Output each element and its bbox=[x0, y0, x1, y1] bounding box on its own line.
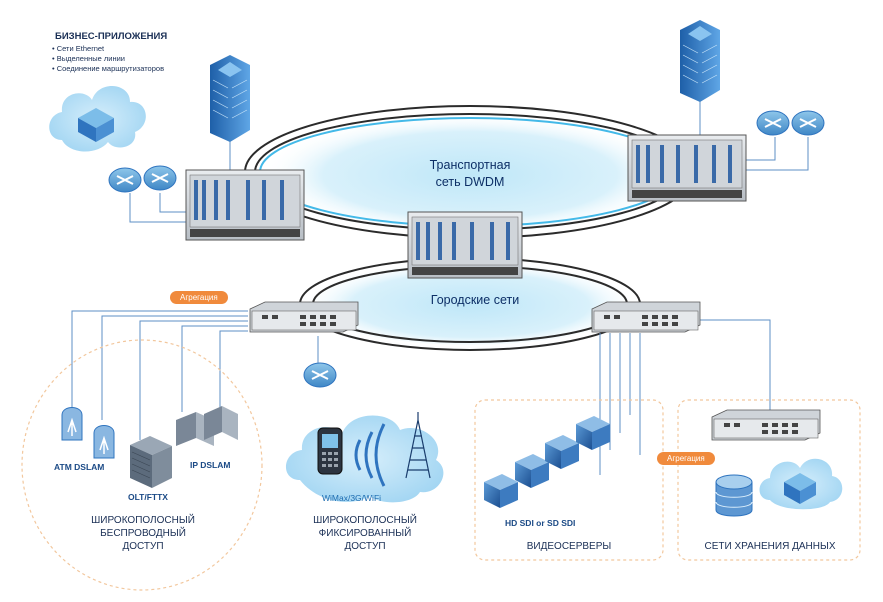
hd-sdi-label: HD SDI or SD SDI bbox=[505, 518, 576, 528]
business-item: Сети Ethernet bbox=[52, 44, 164, 54]
business-apps-title: БИЗНЕС-ПРИЛОЖЕНИЯ bbox=[55, 31, 168, 42]
signal-waves-icon bbox=[354, 423, 386, 487]
label-line: ШИРОКОПОЛОСНЫЙ bbox=[313, 515, 417, 526]
mobile-phone-icon bbox=[317, 427, 343, 475]
transport-label-line1: Транспортная bbox=[429, 158, 511, 172]
database-icon bbox=[715, 474, 753, 517]
router-icon bbox=[108, 167, 142, 193]
link-lines bbox=[71, 95, 809, 475]
ip-dslam-label: IP DSLAM bbox=[190, 460, 231, 470]
label-line: БЕСПРОВОДНЫЙ bbox=[100, 528, 186, 539]
video-server-icon bbox=[515, 454, 549, 488]
atm-dslam-icon bbox=[93, 425, 115, 459]
router-icon bbox=[791, 110, 825, 136]
atm-dslam-icon bbox=[61, 407, 83, 441]
olt-rack-icon bbox=[130, 436, 172, 488]
storage-networks-label: СЕТИ ХРАНЕНИЯ ДАННЫХ bbox=[704, 541, 836, 552]
aggregation-switch-left-icon bbox=[249, 301, 359, 333]
aggregation-badge: Агрегация bbox=[170, 291, 228, 304]
storage-switch-icon bbox=[711, 409, 821, 441]
dwdm-chassis-center-icon bbox=[407, 211, 523, 279]
atm-dslam-label: ATM DSLAM bbox=[54, 462, 105, 472]
transport-label-line2: сеть DWDM bbox=[435, 175, 505, 189]
city-ring-label: Городские сети bbox=[430, 293, 520, 307]
business-item: Выделенные линии bbox=[52, 54, 164, 64]
video-zone bbox=[474, 399, 664, 561]
olt-label: OLT/FTTX bbox=[128, 492, 168, 502]
ip-dslam-icon bbox=[176, 406, 238, 446]
label-line: ДОСТУП bbox=[122, 541, 164, 552]
label-line: ДОСТУП bbox=[344, 541, 386, 552]
router-icon bbox=[143, 165, 177, 191]
router-icon bbox=[303, 362, 337, 388]
transport-ring-label: Транспортная сеть DWDM bbox=[415, 157, 525, 191]
label-line: ШИРОКОПОЛОСНЫЙ bbox=[91, 515, 195, 526]
storage-zone bbox=[677, 399, 861, 561]
aggregation-switch-right-icon bbox=[591, 301, 701, 333]
video-server-icon bbox=[545, 435, 579, 469]
dwdm-chassis-right-icon bbox=[627, 134, 747, 202]
broadband-wireless-label: ШИРОКОПОЛОСНЫЙ БЕСПРОВОДНЫЙ ДОСТУП bbox=[78, 514, 208, 553]
wimax-label: WiMax/3G/WiFi bbox=[322, 493, 382, 503]
storage-cloud-icon bbox=[759, 458, 843, 510]
business-item: Соединение маршрутизаторов bbox=[52, 64, 164, 74]
transport-glow bbox=[260, 113, 680, 237]
wireless-zone bbox=[21, 339, 263, 591]
building-right-icon bbox=[680, 20, 720, 102]
business-apps-list: Сети Ethernet Выделенные линии Соединени… bbox=[52, 44, 164, 74]
city-glow bbox=[300, 259, 640, 351]
aggregation-badge: Агрегация bbox=[657, 452, 715, 465]
broadband-fixed-label: ШИРОКОПОЛОСНЫЙ ФИКСИРОВАННЫЙ ДОСТУП bbox=[300, 514, 430, 553]
label-line: ФИКСИРОВАННЫЙ bbox=[318, 528, 412, 539]
video-server-icon bbox=[576, 416, 610, 450]
radio-tower-icon bbox=[405, 412, 431, 479]
dwdm-chassis-left-icon bbox=[185, 169, 305, 241]
video-servers-label: ВИДЕОСЕРВЕРЫ bbox=[526, 541, 612, 552]
video-server-icon bbox=[484, 474, 518, 508]
building-left-icon bbox=[210, 55, 250, 142]
router-icon bbox=[756, 110, 790, 136]
business-cloud-icon bbox=[49, 85, 146, 152]
